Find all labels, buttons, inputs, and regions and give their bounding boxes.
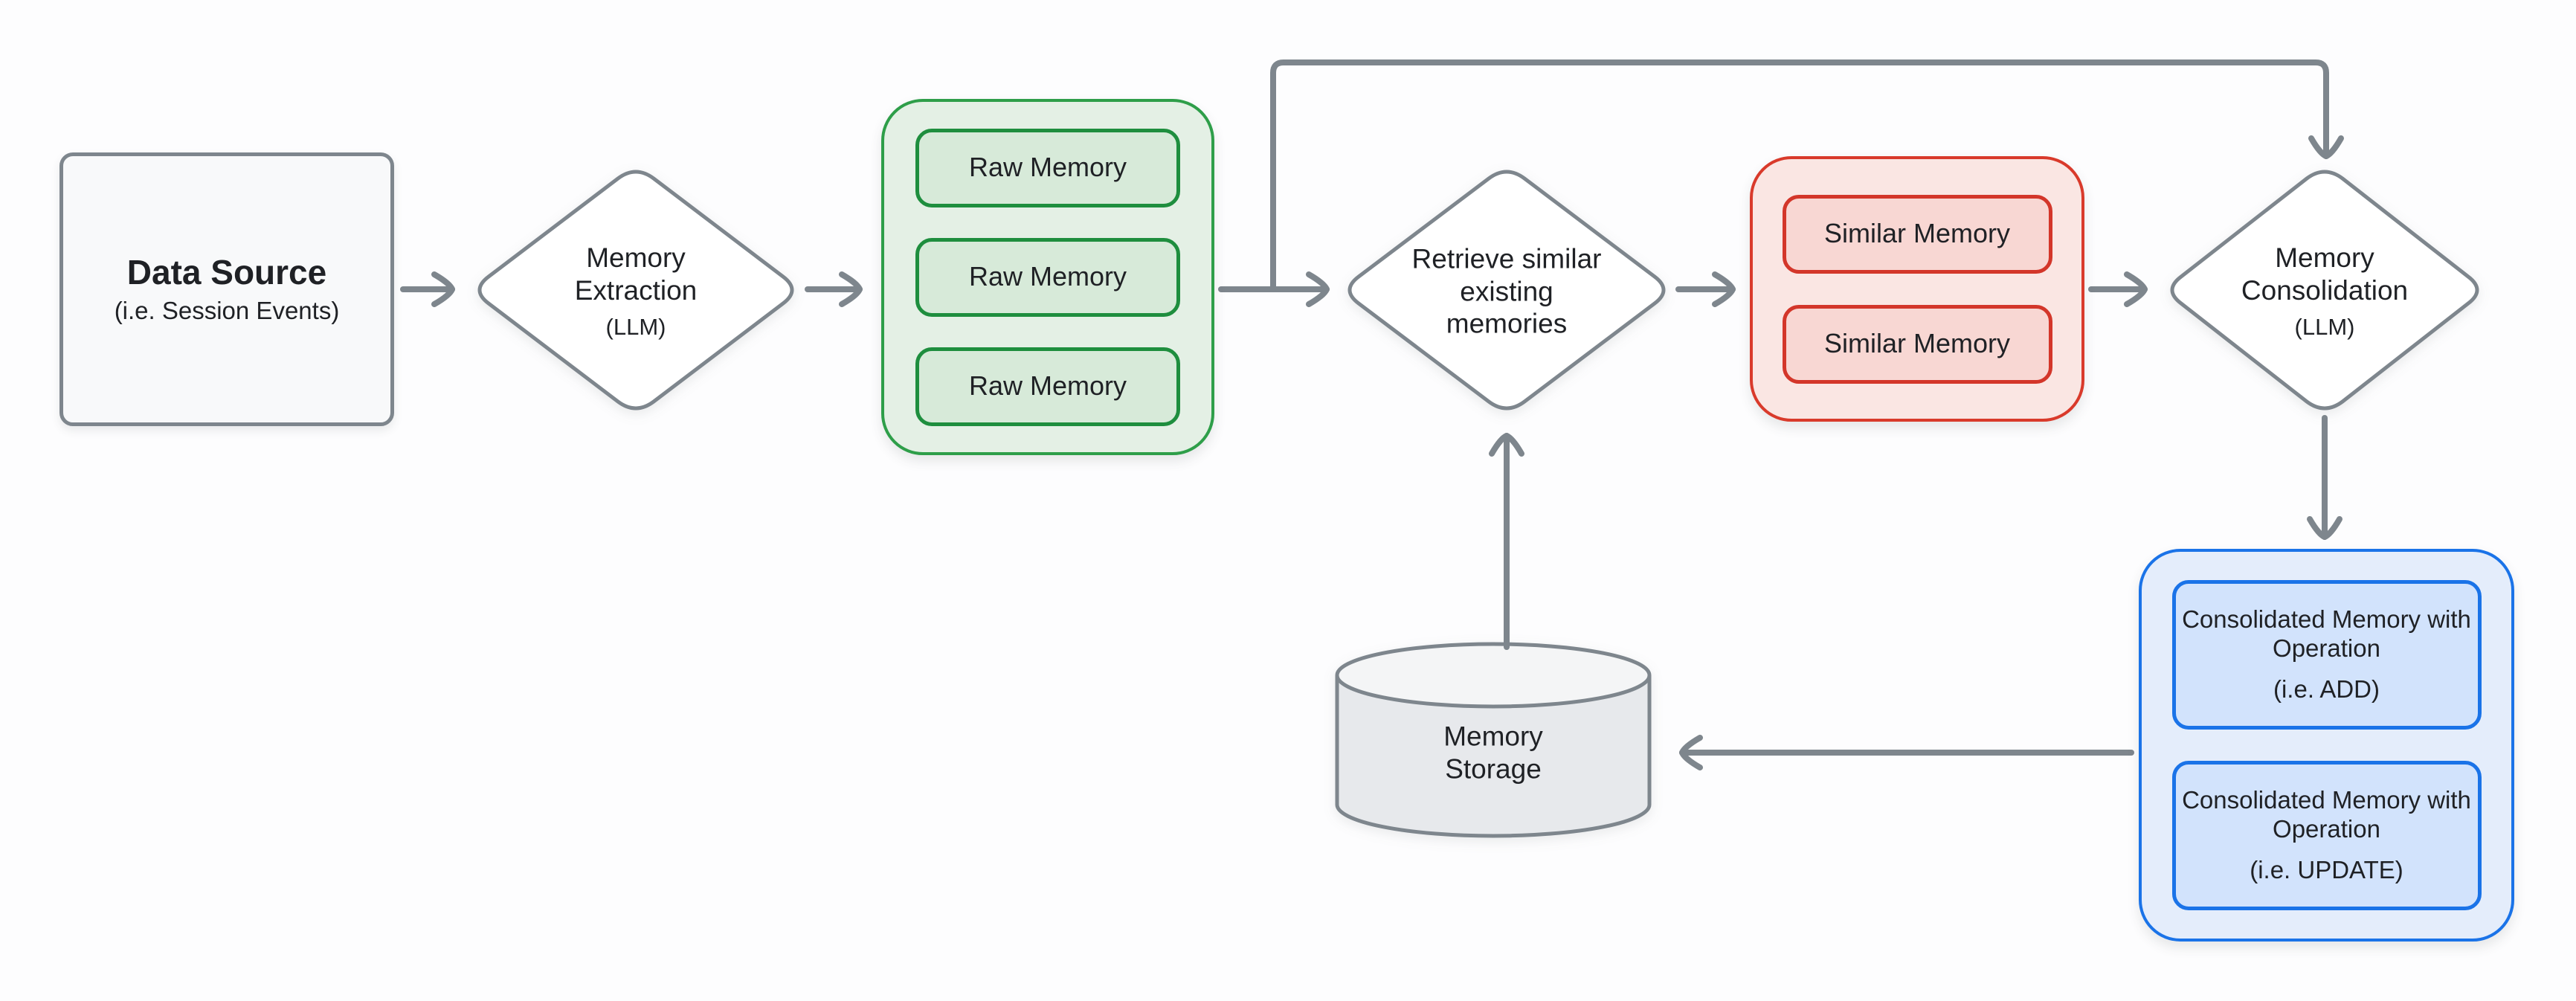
memory-storage-cylinder-body: [1335, 675, 1652, 838]
consolidated-memory-group: Consolidated Memory with Operation (i.e.…: [2139, 549, 2514, 942]
data-source-node: Data Source (i.e. Session Events): [59, 152, 394, 426]
raw-memory-label: Raw Memory: [968, 152, 1127, 183]
consolidated-memory-item-add: Consolidated Memory with Operation (i.e.…: [2171, 580, 2482, 730]
similar-memory-item: Similar Memory: [1782, 194, 2052, 274]
similar-memory-label: Similar Memory: [1823, 218, 2010, 249]
raw-memory-label: Raw Memory: [968, 261, 1127, 292]
raw-memory-item: Raw Memory: [915, 128, 1180, 207]
similar-memory-item: Similar Memory: [1782, 304, 2052, 384]
consolidated-memory-item-update: Consolidated Memory with Operation (i.e.…: [2171, 761, 2482, 910]
retrieve-memories-title: Retrieve similar existing memories: [1411, 243, 1602, 339]
memory-extraction-diamond: [477, 170, 794, 411]
memory-consolidation-subtitle: (LLM): [2294, 314, 2355, 341]
retrieve-memories-label: Retrieve similar existing memories: [1403, 243, 1611, 341]
memory-extraction-subtitle: (LLM): [605, 314, 666, 341]
consolidated-memory-subtitle: (i.e. UPDATE): [2250, 855, 2403, 883]
memory-consolidation-label: Memory Consolidation (LLM): [2209, 242, 2440, 341]
arrow-rawmemory-feedback-to-consolidation: [1270, 59, 2344, 292]
similar-memory-group: Similar Memory Similar Memory: [1750, 156, 2084, 422]
raw-memory-item: Raw Memory: [915, 347, 1180, 426]
consolidated-memory-title: Consolidated Memory with Operation: [2182, 786, 2471, 843]
consolidated-memory-subtitle: (i.e. ADD): [2273, 675, 2380, 703]
memory-extraction-title: Memory Extraction: [574, 242, 698, 306]
raw-memory-label: Raw Memory: [968, 370, 1127, 402]
memory-consolidation-diamond: [2170, 170, 2479, 411]
data-source-subtitle: (i.e. Session Events): [114, 297, 340, 325]
memory-consolidation-title: Memory Consolidation: [2241, 242, 2409, 306]
memory-storage-label: Memory Storage: [1411, 720, 1575, 785]
raw-memory-group: Raw Memory Raw Memory Raw Memory: [881, 99, 1214, 455]
retrieve-memories-diamond: [1347, 170, 1666, 411]
memory-storage-cylinder-top: [1335, 642, 1652, 709]
similar-memory-label: Similar Memory: [1823, 328, 2010, 359]
consolidated-memory-title: Consolidated Memory with Operation: [2182, 605, 2471, 663]
memory-extraction-label: Memory Extraction (LLM): [535, 242, 736, 341]
raw-memory-item: Raw Memory: [915, 237, 1180, 317]
memory-storage-title: Memory Storage: [1443, 721, 1543, 784]
data-source-title: Data Source: [126, 252, 327, 292]
